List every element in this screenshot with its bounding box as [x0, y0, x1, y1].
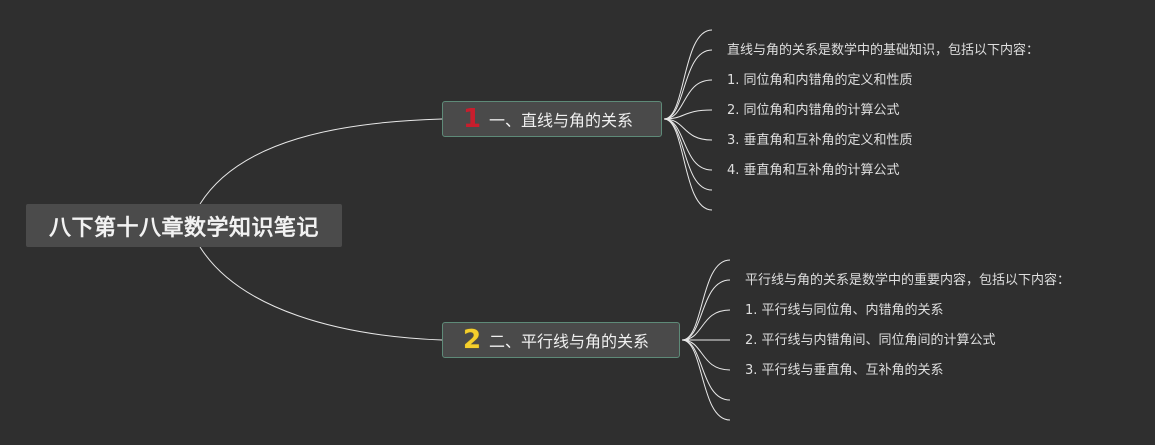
leaf-topic-1-item-2[interactable]: 2. 同位角和内错角的计算公式 — [727, 103, 900, 118]
topic-number-2-badge: 2 — [462, 325, 482, 355]
root-to-topic-1-connector — [199, 118, 443, 205]
leaf-topic-2-item-0[interactable]: 平行线与角的关系是数学中的重要内容，包括以下内容： — [745, 273, 1071, 288]
topic-2-branch-0 — [681, 259, 731, 341]
topic-1-branch-3 — [663, 109, 713, 120]
topic-2-branch-4 — [681, 339, 731, 371]
leaf-topic-1-item-4[interactable]: 4. 垂直角和互补角的计算公式 — [727, 163, 900, 178]
topic-1-branch-1 — [663, 49, 713, 120]
topic-number-1-badge: 1 — [462, 104, 482, 134]
topic-1-branch-7 — [663, 118, 713, 211]
topic-1-branch-6 — [663, 118, 713, 191]
leaf-topic-1-item-3[interactable]: 3. 垂直角和互补角的定义和性质 — [727, 133, 913, 148]
topic-1-branch-4 — [663, 118, 713, 141]
root-label: 八下第十八章数学知识笔记 — [48, 215, 319, 241]
topic-label-2: 二、平行线与角的关系 — [489, 332, 650, 351]
leaf-topic-2-item-1[interactable]: 1. 平行线与同位角、内错角的关系 — [745, 303, 944, 318]
topic-2-branch-1 — [681, 279, 731, 341]
topic-1-branch-0 — [663, 29, 713, 120]
root-node[interactable]: 八下第十八章数学知识笔记 — [26, 204, 342, 247]
topic-1-branch-2 — [663, 79, 713, 120]
root-to-topic-2-connector — [199, 246, 443, 341]
leaf-topic-2-item-3[interactable]: 3. 平行线与垂直角、互补角的关系 — [745, 363, 944, 378]
topic-2-branch-2 — [681, 309, 731, 341]
topic-node-2[interactable]: 2 二、平行线与角的关系 — [442, 322, 680, 358]
topic-label-1: 一、直线与角的关系 — [489, 111, 634, 130]
leaf-topic-2-item-2[interactable]: 2. 平行线与内错角间、同位角间的计算公式 — [745, 333, 996, 348]
topic-2-branch-6 — [681, 339, 731, 421]
leaf-topic-1-item-0[interactable]: 直线与角的关系是数学中的基础知识，包括以下内容： — [727, 43, 1040, 58]
leaf-topic-1-item-1[interactable]: 1. 同位角和内错角的定义和性质 — [727, 73, 913, 88]
topic-node-1[interactable]: 1 一、直线与角的关系 — [442, 101, 662, 137]
